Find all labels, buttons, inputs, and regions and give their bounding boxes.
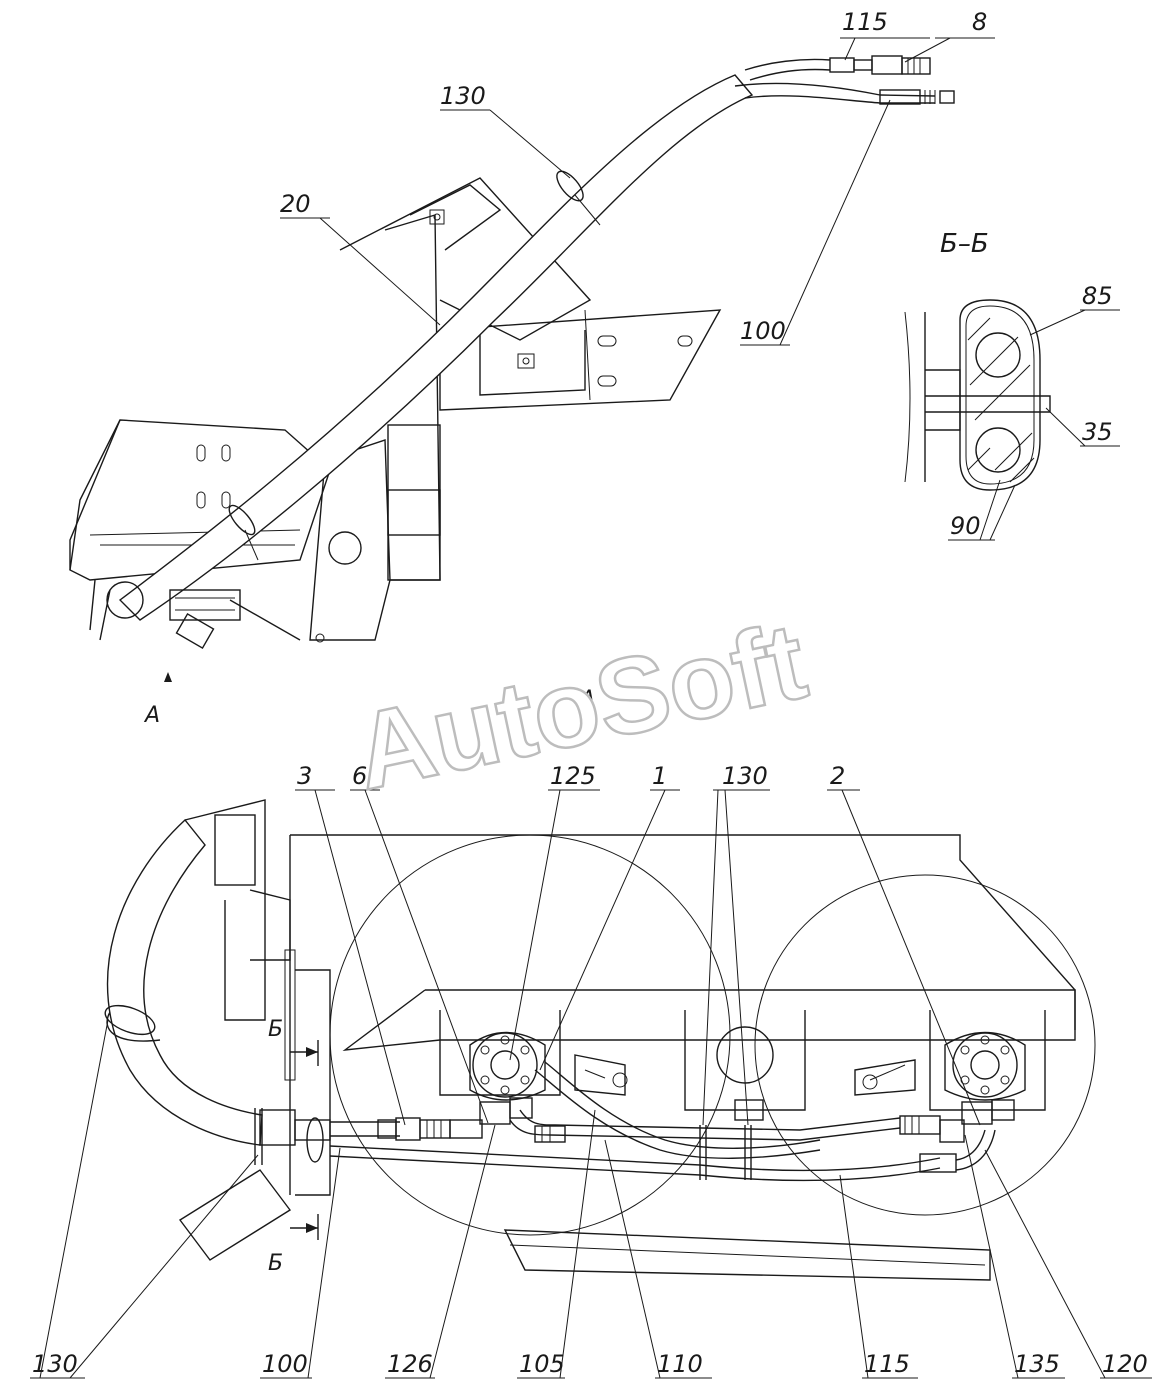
hydraulic-motor-left — [469, 1031, 546, 1125]
callout-110: 110 — [657, 1350, 703, 1378]
callout-leaders — [30, 37, 1152, 1379]
callout-105: 105 — [519, 1350, 565, 1378]
callout-6: 6 — [352, 762, 367, 790]
callout-90: 90 — [950, 512, 981, 540]
section-b-b: Б–Б — [904, 229, 1051, 491]
section-cut-marks: Б Б — [268, 1017, 319, 1276]
top-hose-assembly — [89, 55, 955, 649]
callout-35: 35 — [1082, 418, 1113, 446]
section-title: Б–Б — [940, 229, 989, 259]
callout-1: 1 — [652, 762, 667, 790]
callout-8: 8 — [972, 8, 987, 36]
callout-115-bottom: 115 — [864, 1350, 910, 1378]
top-frame — [69, 177, 722, 643]
view-a-frame — [178, 799, 1096, 1281]
section-mark-top: Б — [268, 1017, 283, 1042]
view-a-hoses — [104, 818, 1026, 1182]
callout-126: 126 — [387, 1350, 433, 1378]
callout-100-top: 100 — [740, 317, 786, 345]
view-a-label-top: А — [143, 703, 160, 728]
callout-20: 20 — [280, 190, 311, 218]
callout-130-top: 130 — [440, 82, 486, 110]
view-a-arrow — [164, 672, 172, 682]
callout-numbers: 115 8 130 20 100 85 35 90 3 6 125 1 130 … — [32, 8, 1148, 1378]
callout-2: 2 — [830, 762, 845, 790]
section-mark-bottom: Б — [268, 1251, 283, 1276]
callout-130-bottom: 130 — [32, 1350, 78, 1378]
callout-100-bottom: 100 — [262, 1350, 308, 1378]
callout-130-mid: 130 — [722, 762, 768, 790]
callout-125: 125 — [550, 762, 596, 790]
callout-85: 85 — [1082, 282, 1113, 310]
hydraulic-motor-right — [944, 1031, 1026, 1125]
callout-3: 3 — [297, 762, 312, 790]
view-a-label-main: А — [578, 687, 595, 712]
callout-115-top: 115 — [842, 8, 888, 36]
callout-120: 120 — [1102, 1350, 1148, 1378]
callout-135: 135 — [1014, 1350, 1060, 1378]
